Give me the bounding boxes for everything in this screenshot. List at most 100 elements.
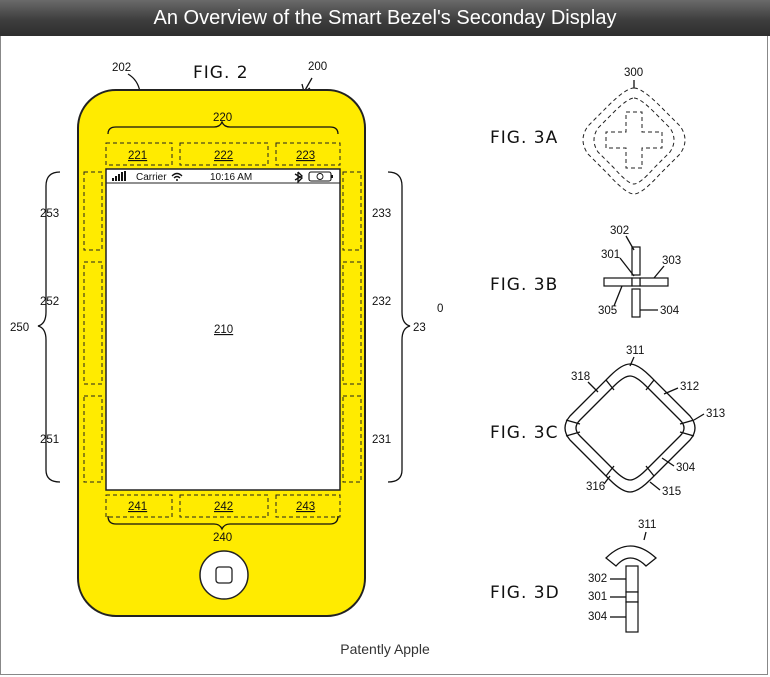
region-253 [83, 171, 103, 251]
region-242 [179, 494, 269, 518]
label-303-3b: 303 [662, 255, 681, 267]
label-242: 242 [214, 501, 233, 513]
label-230: 23 [413, 322, 426, 334]
region-252 [83, 261, 103, 385]
brace-230 [387, 171, 411, 483]
status-carrier: Carrier [136, 172, 167, 183]
region-251 [83, 395, 103, 483]
segment-ticks-3c [565, 379, 695, 477]
label-305-3b: 305 [598, 305, 617, 317]
region-241 [105, 494, 173, 518]
cross-3a [605, 111, 663, 169]
signal-icon [112, 171, 126, 181]
leader-313-3c [693, 413, 705, 421]
leader-315-3c [649, 481, 661, 491]
label-221: 221 [128, 150, 147, 162]
label-315-3c: 315 [662, 486, 681, 498]
bluetooth-icon [294, 171, 304, 184]
banner-title: An Overview of the Smart Bezel's Seconda… [153, 7, 617, 29]
label-313-3c: 313 [706, 408, 725, 420]
region-222 [179, 142, 269, 166]
label-202: 202 [112, 62, 131, 74]
bar-304-3d [625, 601, 639, 633]
status-time: 10:16 AM [210, 172, 252, 183]
fig2-title: FIG. 2 [193, 63, 249, 83]
bar-bottom-3b [631, 288, 641, 318]
arc-3d [605, 545, 657, 567]
label-304-3d: 304 [588, 611, 608, 623]
region-243 [275, 494, 341, 518]
region-221 [105, 142, 173, 166]
fig3a: FIG. 3A 300 [490, 67, 686, 195]
bar-top-3b [631, 246, 641, 276]
inner-ring-3c [575, 375, 685, 481]
label-222: 222 [214, 150, 233, 162]
label-252: 252 [40, 296, 59, 308]
brace-240 [107, 515, 339, 531]
region-231 [342, 395, 362, 483]
leader-304-3c [661, 457, 675, 467]
label-312-3c: 312 [680, 381, 699, 393]
label-311-3d: 311 [638, 519, 656, 531]
main-screen [105, 168, 341, 491]
fig3a-title: FIG. 3A [490, 128, 558, 148]
region-223 [275, 142, 341, 166]
label-301-3d: 301 [588, 591, 607, 603]
label-300: 300 [624, 67, 643, 79]
label-302-3d: 302 [588, 573, 607, 585]
bar-302-3d [625, 565, 639, 593]
label-200: 200 [308, 61, 327, 73]
label-233: 233 [372, 208, 391, 220]
battery-icon [308, 171, 333, 182]
label-240: 240 [213, 532, 232, 544]
fig3b-title: FIG. 3B [490, 275, 558, 295]
leader-311-3d [643, 531, 647, 541]
label-302-3b: 302 [610, 225, 629, 237]
footer-credit: Patently Apple [340, 641, 430, 657]
wifi-icon [171, 172, 183, 181]
bar-301-3d [625, 591, 639, 603]
label-223: 223 [296, 150, 315, 162]
fig3d: FIG. 3D 311 302 301 304 [490, 519, 657, 633]
label-220: 220 [213, 112, 232, 124]
fig3c-title: FIG. 3C [490, 423, 558, 443]
fig3d-title: FIG. 3D [490, 583, 560, 603]
label-304-3c: 304 [676, 462, 696, 474]
outer-ring-3a [582, 87, 686, 195]
leader-303-3b [653, 265, 665, 279]
label-251: 251 [40, 434, 59, 446]
label-304-3b: 304 [660, 305, 680, 317]
brace-250 [37, 171, 61, 483]
bar-right-3b [639, 277, 669, 287]
leader-302-3b [625, 235, 635, 251]
label-232: 232 [372, 296, 391, 308]
region-233 [342, 171, 362, 251]
leader-301-3b [619, 257, 635, 277]
fig3b: FIG. 3B 302 301 303 305 304 [490, 225, 681, 318]
label-243: 243 [296, 501, 315, 513]
label-301-3b: 301 [601, 249, 620, 261]
label-230-cut: 0 [437, 303, 443, 315]
label-210: 210 [214, 324, 233, 336]
label-311-3c: 311 [626, 345, 644, 357]
label-241: 241 [128, 501, 147, 513]
bar-left-3b [603, 277, 633, 287]
leader-316-3c [603, 475, 611, 485]
leader-318-3c [587, 381, 599, 393]
region-232 [342, 261, 362, 385]
leader-311-3c [629, 356, 635, 367]
inner-ring-3a [593, 97, 675, 185]
center-3b [631, 277, 641, 287]
label-318-3c: 318 [571, 371, 590, 383]
label-253: 253 [40, 208, 59, 220]
leader-312-3c [663, 387, 679, 395]
brace-220 [107, 120, 339, 135]
page-banner: An Overview of the Smart Bezel's Seconda… [0, 0, 770, 36]
label-231: 231 [372, 434, 391, 446]
leader-305-3b [613, 285, 623, 307]
home-button-icon [199, 550, 249, 600]
figure-frame [0, 36, 768, 675]
fig3c: FIG. 3C 311 318 312 313 304 316 315 [490, 345, 725, 498]
fig2: FIG. 2 202 200 220 221 222 223 [10, 61, 443, 617]
